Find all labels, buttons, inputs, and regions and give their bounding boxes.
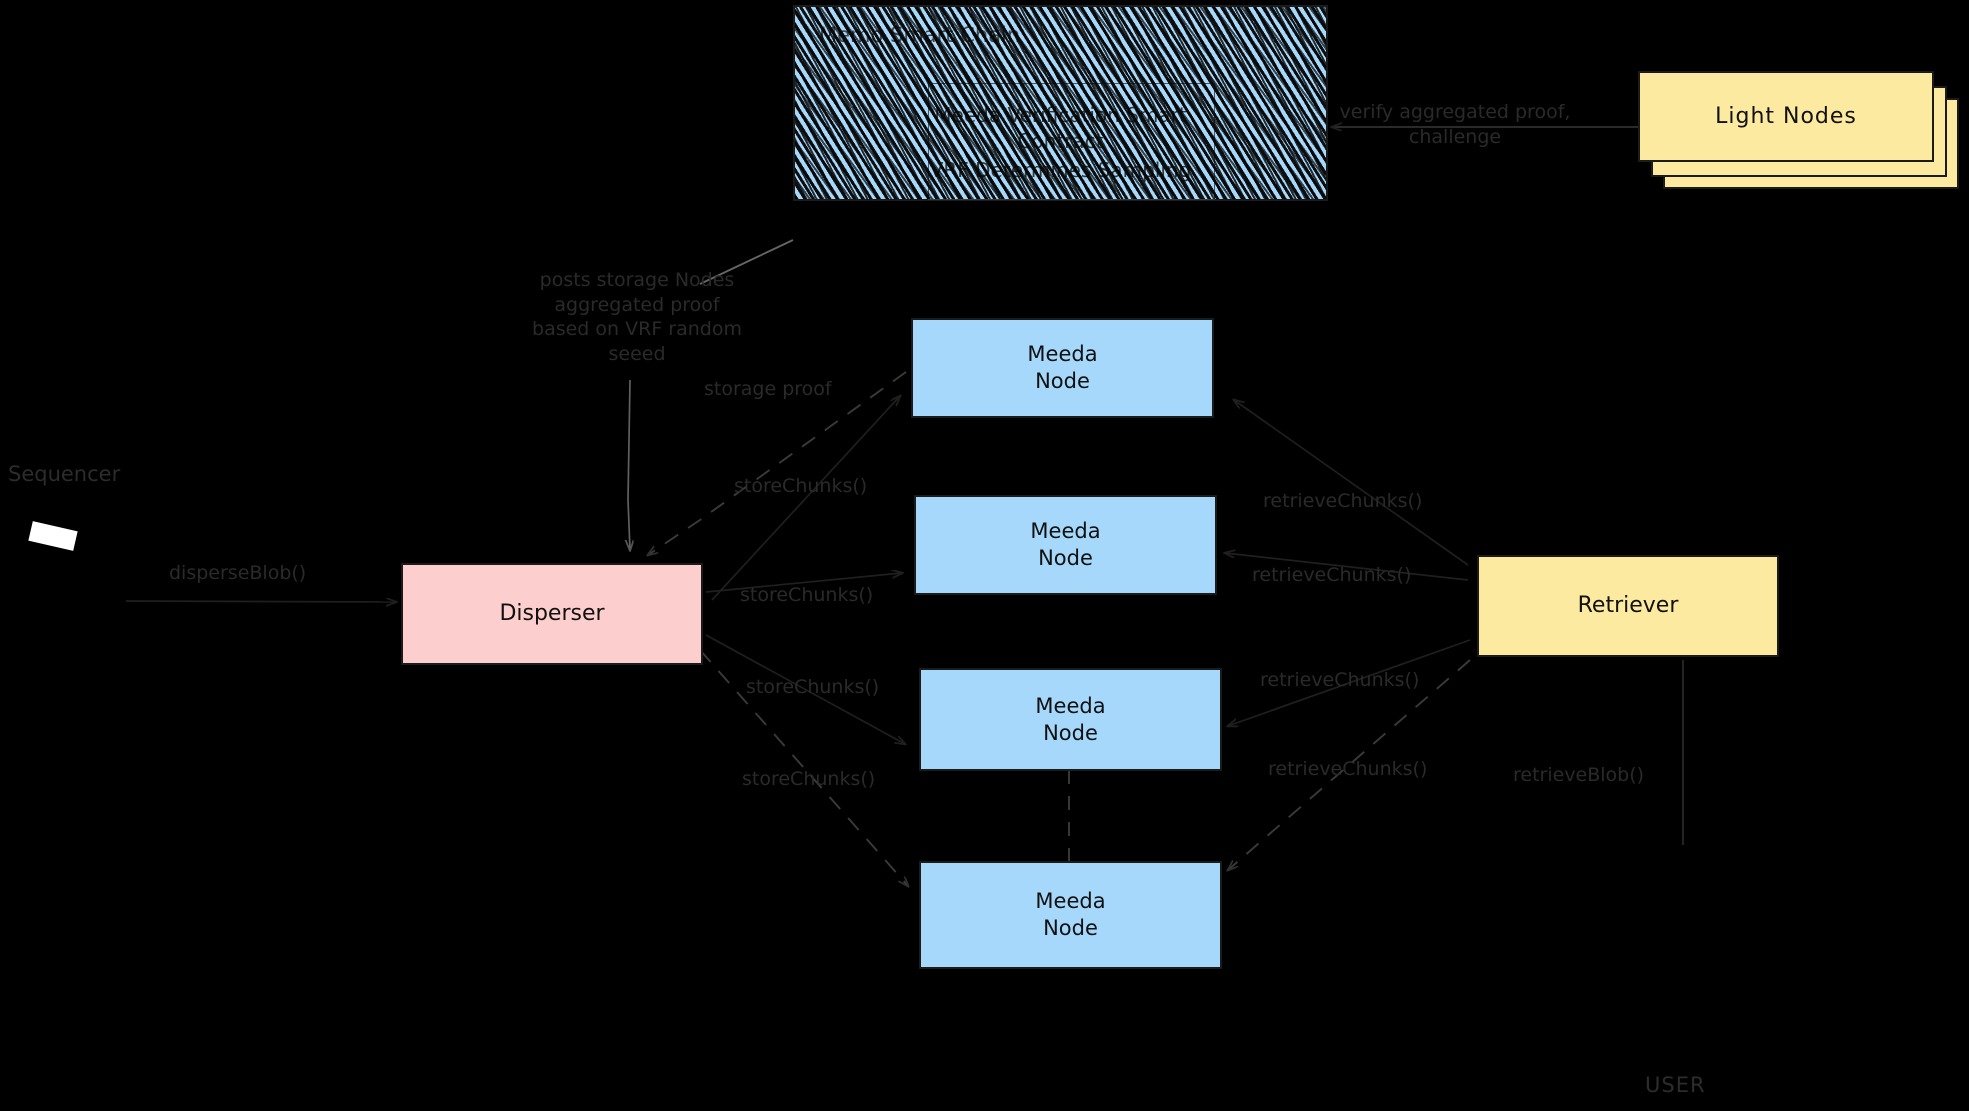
edge-label-retrieve-chunks-4: retrieveChunks() bbox=[1268, 758, 1428, 780]
user-label: USER bbox=[1645, 1073, 1706, 1097]
edge-label-retrieve-blob: retrieveBlob() bbox=[1513, 764, 1645, 786]
disperser-label: Disperser bbox=[499, 600, 605, 626]
edge-posts-aggregated-proof bbox=[628, 379, 630, 550]
edge-store-chunks-1 bbox=[711, 396, 900, 601]
edge-label-store-chunks-4: storeChunks() bbox=[742, 768, 876, 790]
edge-label-verify-aggregated-proof: verify aggregated proof, challenge bbox=[1339, 101, 1571, 148]
edge-disperse-blob bbox=[125, 601, 396, 602]
light-nodes-card[interactable]: Light Nodes bbox=[1638, 71, 1934, 162]
retriever-box[interactable]: Retriever bbox=[1477, 555, 1779, 657]
edge-smartchain-to-disperser-link bbox=[699, 239, 794, 285]
edge-store-chunks-3 bbox=[705, 634, 905, 744]
edge-label-store-chunks-1: storeChunks() bbox=[734, 475, 868, 497]
edge-label-disperse-blob: disperseBlob() bbox=[169, 562, 307, 584]
edge-retrieve-chunks-3 bbox=[1228, 639, 1471, 726]
edge-storage-proof bbox=[648, 371, 907, 555]
edge-store-chunks-2 bbox=[705, 573, 902, 593]
edge-retrieve-chunks-1 bbox=[1234, 400, 1469, 566]
edge-label-retrieve-chunks-1: retrieveChunks() bbox=[1263, 490, 1423, 512]
edge-label-retrieve-chunks-2: retrieveChunks() bbox=[1252, 564, 1412, 586]
retriever-label: Retriever bbox=[1577, 592, 1679, 618]
contract-line-1: Meeda Verification Smart bbox=[934, 103, 1187, 127]
sequencer-label: Sequencer bbox=[8, 462, 121, 486]
memo-smart-chain-title: Memo Smart Chain bbox=[819, 23, 1021, 47]
edge-label-storage-proof: storage proof bbox=[704, 378, 832, 400]
disperser-box[interactable]: Disperser bbox=[401, 563, 703, 665]
edge-label-posts-aggregated-proof: posts storage Nodes aggregated proof bas… bbox=[532, 269, 742, 366]
memo-smart-chain-box: Memo Smart Chain Meeda Verification Smar… bbox=[793, 5, 1328, 201]
edge-retrieve-chunks-4 bbox=[1228, 659, 1471, 870]
contract-line-3: VRF Determines Sampling bbox=[929, 158, 1192, 182]
light-nodes-label: Light Nodes bbox=[1715, 104, 1857, 129]
edge-label-retrieve-chunks-3: retrieveChunks() bbox=[1260, 669, 1420, 691]
edge-label-store-chunks-2: storeChunks() bbox=[740, 584, 874, 606]
edge-retrieve-chunks-2 bbox=[1225, 553, 1469, 581]
contract-line-2: Contract bbox=[1017, 129, 1104, 153]
edge-label-store-chunks-3: storeChunks() bbox=[746, 676, 880, 698]
edge-store-chunks-4 bbox=[699, 649, 908, 886]
